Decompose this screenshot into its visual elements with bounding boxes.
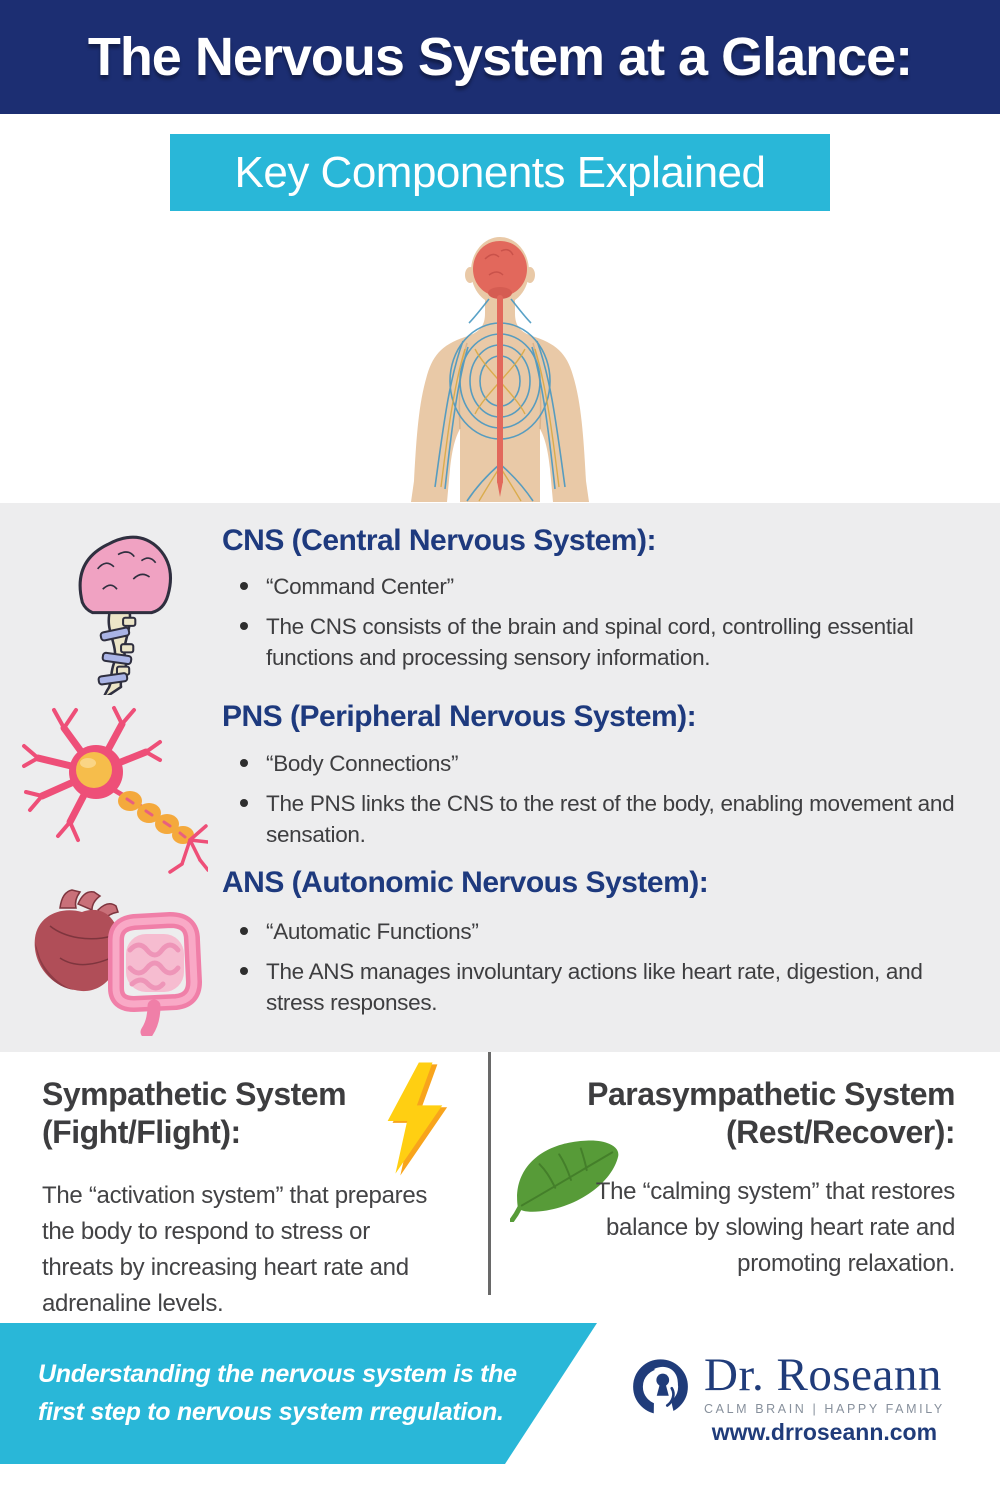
footer-banner: Understanding the nervous system is the … [0,1323,597,1464]
bullet-item: “Body Connections” [238,748,958,779]
sympathetic-heading: Sympathetic System (Fight/Flight): [42,1076,347,1150]
sympathetic-description: The “activation system” that prepares th… [42,1182,428,1317]
neuron-icon [18,700,210,880]
brand-name: Dr. Roseann [704,1349,942,1401]
bullet-item: The PNS links the CNS to the rest of the… [238,788,958,850]
brand-tagline: CALM BRAIN | HAPPY FAMILY [704,1402,945,1416]
section-bullets-ans: “Automatic Functions” The ANS manages in… [238,916,958,1027]
human-body-nervous-system-illustration [411,237,589,502]
page-subtitle: Key Components Explained [234,147,767,197]
bullet-item: “Automatic Functions” [238,916,958,947]
section-heading-pns: PNS (Peripheral Nervous System): [222,700,697,733]
lightning-icon [374,1060,452,1183]
heart-intestine-icon [20,878,210,1041]
parasympathetic-description: The “calming system” that restores balan… [595,1178,956,1277]
section-heading-cns: CNS (Central Nervous System): [222,524,656,557]
vertical-divider [488,1052,491,1295]
leaf-icon [509,1130,628,1227]
parasympathetic-heading: Parasympathetic System (Rest/Recover): [587,1076,955,1150]
systems-panel: CNS (Central Nervous System): “Command C… [0,503,1000,1052]
header-banner: The Nervous System at a Glance: [0,0,1000,114]
subtitle-banner: Key Components Explained [170,134,830,211]
section-bullets-pns: “Body Connections” The PNS links the CNS… [238,748,958,859]
section-heading-ans: ANS (Autonomic Nervous System): [222,866,709,899]
footer-banner-line: first step to nervous system rregulation… [38,1397,504,1426]
nervous-system-figure [405,228,595,503]
page-title: The Nervous System at a Glance: [87,27,913,87]
section-bullets-cns: “Command Center” The CNS consists of the… [238,571,958,682]
brand-logo: Dr. Roseann CALM BRAIN | HAPPY FAMILY ww… [632,1352,972,1446]
bullet-item: The ANS manages involuntary actions like… [238,956,958,1018]
brand-website: www.drroseann.com [711,1419,938,1445]
dr-roseann-head-logo-icon [632,1356,692,1427]
footer-banner-line: Understanding the nervous system is the [38,1360,517,1388]
brain-spinal-cord-icon [62,515,174,701]
bullet-item: The CNS consists of the brain and spinal… [238,611,958,673]
bullet-item: “Command Center” [238,571,958,602]
